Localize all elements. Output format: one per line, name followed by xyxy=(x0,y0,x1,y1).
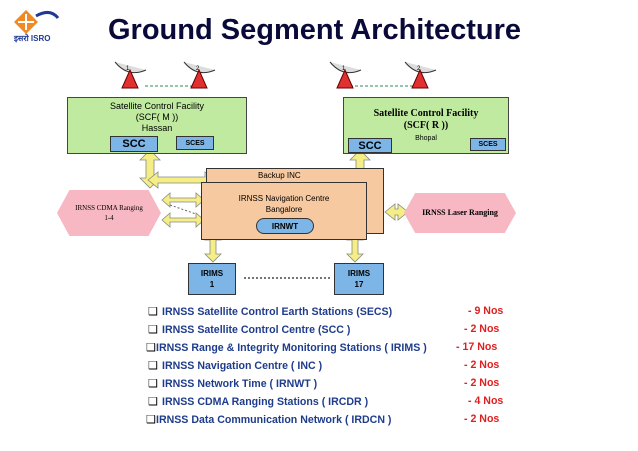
checkbox-bullet-icon: ❑ xyxy=(148,324,158,336)
facility-title: Satellite Control Facility xyxy=(109,101,205,111)
inc-box: IRNSS Navigation Centre Bangalore IRNWT xyxy=(201,182,367,240)
list-item: ❑IRNSS Satellite Control Centre (SCC ) xyxy=(148,324,351,336)
isro-logo xyxy=(6,6,76,44)
antenna-label: 2 xyxy=(417,66,421,72)
antenna-icon xyxy=(183,61,216,89)
antenna-icon xyxy=(329,61,362,89)
sces-box: SCES xyxy=(176,136,214,150)
facility-hassan: Satellite Control Facility (SCF( M )) Ha… xyxy=(67,97,247,154)
irims-number: 17 xyxy=(354,280,364,289)
checkbox-bullet-icon: ❑ xyxy=(148,306,158,318)
list-value: - 9 Nos xyxy=(468,305,504,317)
cdma-ranging-box: IRNSS CDMA Ranging 1-4 xyxy=(57,190,161,236)
facility-code: (SCF( R )) xyxy=(403,120,449,131)
laser-ranging-box: IRNSS Laser Ranging xyxy=(404,193,516,233)
scc-box: SCC xyxy=(348,138,392,153)
irnwt-box: IRNWT xyxy=(256,218,314,234)
list-value: - 2 Nos xyxy=(464,413,500,425)
list-value: - 2 Nos xyxy=(464,323,500,335)
backup-inc-label: Backup INC xyxy=(258,171,301,180)
inc-location: Bangalore xyxy=(265,205,303,214)
antenna-label: 1 xyxy=(342,66,346,72)
list-item: ❑IRNSS Satellite Control Earth Stations … xyxy=(148,306,393,318)
antenna-icon xyxy=(404,61,437,89)
inc-title: IRNSS Navigation Centre xyxy=(238,194,330,203)
scc-box: SCC xyxy=(110,136,158,152)
list-item: ❑IRNSS CDMA Ranging Stations ( IRCDR ) xyxy=(148,396,369,408)
facility-title: Satellite Control Facility xyxy=(373,108,479,119)
facility-location: Bhopal xyxy=(415,135,437,142)
facility-location: Hassan xyxy=(141,123,173,133)
irims-number: 1 xyxy=(209,280,215,289)
checkbox-bullet-icon: ❑ xyxy=(146,342,156,354)
facility-code: (SCF( M )) xyxy=(135,112,179,122)
list-item: ❑IRNSS Network Time ( IRNWT ) xyxy=(148,378,318,390)
cdma-count: 1-4 xyxy=(104,214,114,222)
sces-box: SCES xyxy=(470,138,506,151)
list-item: ❑IRNSS Range & Integrity Monitoring Stat… xyxy=(146,342,427,354)
laser-title: IRNSS Laser Ranging xyxy=(422,208,498,217)
page-title: Ground Segment Architecture xyxy=(108,14,522,46)
irims-label: IRIMS xyxy=(347,269,371,278)
checkbox-bullet-icon: ❑ xyxy=(146,414,156,426)
irims-label: IRIMS xyxy=(200,269,224,278)
irims-17-box: IRIMS 17 xyxy=(334,263,384,295)
list-item: ❑IRNSS Navigation Centre ( INC ) xyxy=(148,360,323,372)
logo-text: इसरो ISRO xyxy=(14,34,51,43)
list-value: - 2 Nos xyxy=(464,377,500,389)
checkbox-bullet-icon: ❑ xyxy=(148,378,158,390)
facility-bhopal: Satellite Control Facility (SCF( R )) Bh… xyxy=(343,97,509,154)
antenna-label: 1 xyxy=(126,66,130,72)
antenna-label: 2 xyxy=(196,66,200,72)
list-value: - 4 Nos xyxy=(468,395,504,407)
checkbox-bullet-icon: ❑ xyxy=(148,360,158,372)
cdma-title: IRNSS CDMA Ranging xyxy=(75,204,143,212)
antenna-icon xyxy=(114,61,147,89)
irims-1-box: IRIMS 1 xyxy=(188,263,236,295)
list-value: - 2 Nos xyxy=(464,359,500,371)
checkbox-bullet-icon: ❑ xyxy=(148,396,158,408)
list-value: - 17 Nos xyxy=(456,341,498,353)
list-item: ❑IRNSS Data Communication Network ( IRDC… xyxy=(146,414,392,426)
